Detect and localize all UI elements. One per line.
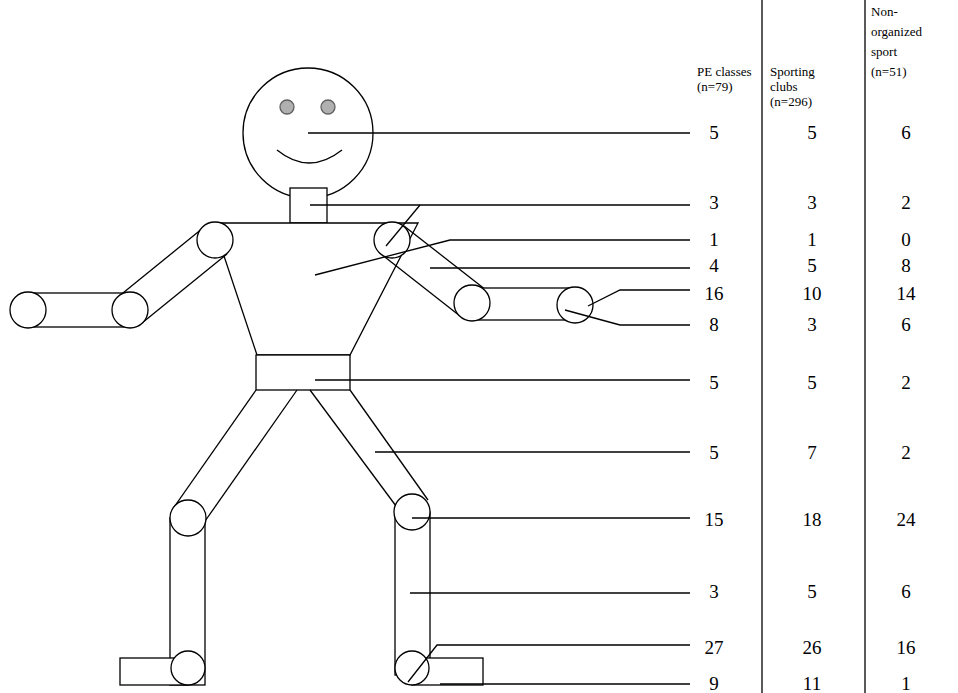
table-cell: 3 [782, 313, 842, 337]
column-rule [864, 0, 865, 693]
smile [277, 150, 342, 163]
table-cell: 5 [782, 121, 842, 145]
table-cell: 2 [876, 371, 936, 395]
table-cell: 5 [684, 371, 744, 395]
hand-joint [10, 292, 46, 328]
elbow-joint [454, 285, 490, 321]
arm-line [118, 228, 203, 297]
leg-line [350, 390, 428, 500]
leader-line [310, 204, 690, 205]
table-cell: 11 [782, 672, 842, 693]
leader-line [588, 290, 690, 306]
shoulder-joint [197, 222, 233, 258]
column-header: Non-organized sport (n=51) [871, 2, 935, 82]
leader-line [412, 517, 690, 518]
table-cell: 5 [782, 371, 842, 395]
table-cell: 5 [684, 121, 744, 145]
belt [256, 355, 350, 390]
ankle-joint [395, 651, 429, 685]
leader-line [315, 379, 690, 380]
table-cell: 3 [782, 191, 842, 215]
table-cell: 5 [782, 254, 842, 278]
column-header: Sporting clubs (n=296) [770, 64, 832, 109]
eye [321, 100, 335, 114]
table-cell: 4 [684, 254, 744, 278]
table-cell: 5 [782, 580, 842, 604]
leader-line [315, 240, 690, 275]
table-cell: 6 [876, 580, 936, 604]
knee-joint [394, 494, 430, 530]
eye [280, 100, 294, 114]
arm-line [142, 254, 227, 323]
table-cell: 9 [684, 672, 744, 693]
table-cell: 18 [782, 508, 842, 532]
shoulder-joint [374, 222, 410, 258]
knee-joint [170, 500, 206, 536]
arm-line [381, 254, 460, 316]
hand-joint [557, 287, 593, 323]
table-cell: 26 [782, 636, 842, 660]
table-cell: 5 [684, 441, 744, 465]
table-cell: 10 [782, 282, 842, 306]
elbow-joint [112, 292, 148, 328]
table-cell: 15 [684, 508, 744, 532]
arm-line [404, 226, 486, 290]
table-cell: 3 [684, 191, 744, 215]
lower-leg [170, 518, 205, 685]
leader-line [565, 310, 690, 325]
table-cell: 2 [876, 191, 936, 215]
table-cell: 6 [876, 121, 936, 145]
table-cell: 24 [876, 508, 936, 532]
table-cell: 2 [876, 441, 936, 465]
column-rule [761, 0, 762, 693]
leader-line [386, 205, 420, 246]
leg-line [172, 390, 256, 510]
table-cell: 6 [876, 313, 936, 337]
column-header: PE classes (n=79) [697, 64, 757, 94]
table-cell: 16 [684, 282, 744, 306]
table-cell: 0 [876, 228, 936, 252]
table-cell: 1 [876, 672, 936, 693]
leg-line [203, 390, 297, 524]
leader-line [375, 451, 690, 452]
table-cell: 8 [684, 313, 744, 337]
torso [213, 223, 418, 355]
ankle-joint [171, 651, 205, 685]
table-cell: 7 [782, 441, 842, 465]
table-cell: 16 [876, 636, 936, 660]
leader-line [440, 683, 690, 684]
leader-line [408, 645, 690, 682]
table-cell: 27 [684, 636, 744, 660]
leader-line [308, 132, 690, 133]
table-cell: 1 [684, 228, 744, 252]
table-cell: 8 [876, 254, 936, 278]
table-cell: 3 [684, 580, 744, 604]
leader-line [430, 267, 690, 268]
leader-line [410, 592, 690, 593]
table-cell: 14 [876, 282, 936, 306]
table-cell: 1 [782, 228, 842, 252]
leg-line [310, 390, 396, 506]
